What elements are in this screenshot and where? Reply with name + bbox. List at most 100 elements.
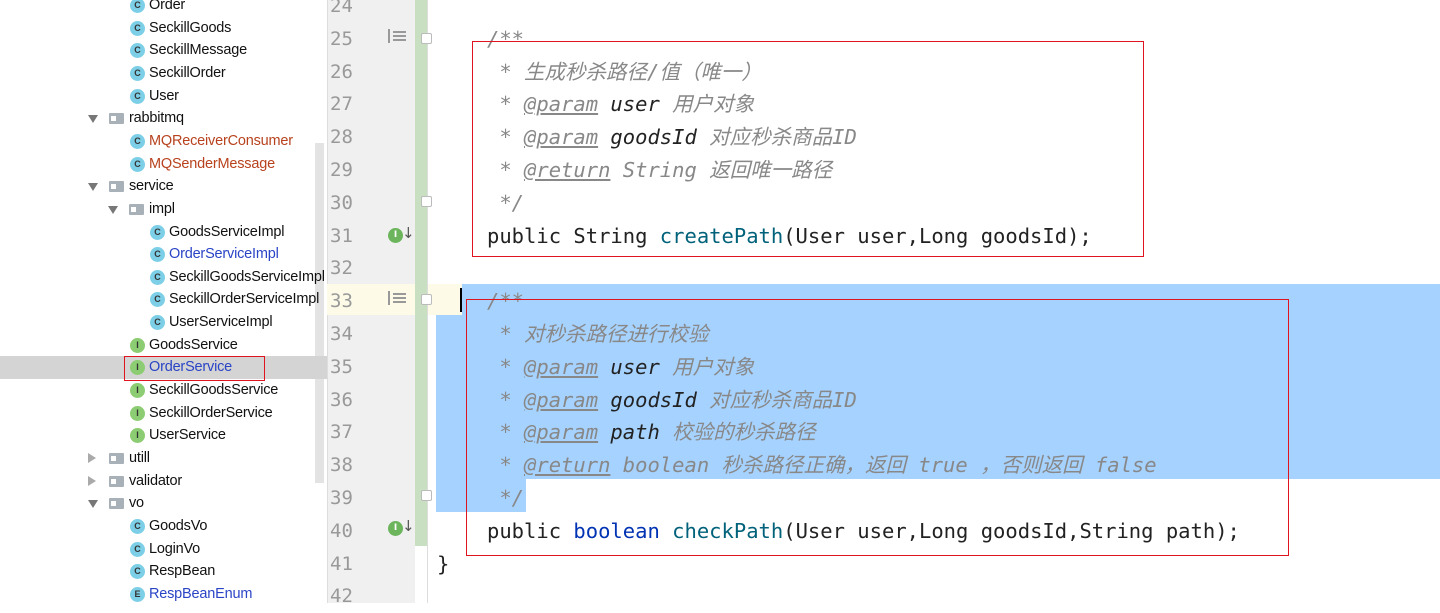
folder-icon bbox=[109, 475, 124, 487]
tree-item-label: MQSenderMessage bbox=[149, 155, 275, 172]
code-token: createPath bbox=[659, 223, 784, 248]
code-line[interactable]: * @return String 返回唯一路径 bbox=[487, 154, 832, 187]
code-token: 对应秒杀商品ID bbox=[696, 387, 857, 412]
code-line[interactable]: /** bbox=[487, 23, 524, 56]
line-number: 41 bbox=[330, 552, 353, 575]
collapse-arrow-icon[interactable] bbox=[88, 453, 96, 463]
highlight-box-createpath bbox=[472, 41, 1144, 257]
code-line[interactable]: * 生成秒杀路径/值（唯一） bbox=[487, 56, 762, 89]
text-caret bbox=[460, 288, 462, 312]
class-icon: C bbox=[130, 156, 145, 172]
folder-icon bbox=[129, 203, 144, 215]
class-icon: C bbox=[130, 43, 145, 59]
expand-arrow-icon[interactable] bbox=[108, 205, 118, 214]
expand-arrow-icon[interactable] bbox=[88, 500, 98, 509]
fold-marker-icon[interactable] bbox=[421, 490, 432, 501]
code-token: path bbox=[598, 420, 660, 445]
fold-marker-icon[interactable] bbox=[421, 196, 432, 207]
collapse-arrow-icon[interactable] bbox=[88, 475, 96, 486]
tree-item-label: SeckillOrder bbox=[149, 64, 226, 81]
code-line[interactable]: * @param user 用户对象 bbox=[487, 88, 754, 121]
tree-item-label: SeckillGoodsServiceImpl bbox=[169, 268, 325, 285]
code-token: 用户对象 bbox=[659, 354, 755, 379]
expand-arrow-icon[interactable] bbox=[88, 183, 98, 192]
code-line[interactable]: * @param goodsId 对应秒杀商品ID bbox=[487, 121, 857, 154]
code-token: public String bbox=[487, 223, 660, 248]
tree-item[interactable]: rabbitmq bbox=[0, 107, 327, 130]
interface-icon: I bbox=[130, 428, 145, 444]
tree-item[interactable]: impl bbox=[0, 198, 327, 221]
implemented-interface-icon[interactable]: I bbox=[388, 521, 403, 536]
code-line[interactable]: * @param goodsId 对应秒杀商品ID bbox=[487, 384, 857, 417]
line-number: 38 bbox=[330, 454, 353, 477]
code-line[interactable]: * @return boolean 秒杀路径正确，返回 true ，否则返回 f… bbox=[487, 449, 1156, 482]
code-token: @param bbox=[524, 387, 599, 412]
code-line[interactable]: */ bbox=[487, 482, 524, 515]
code-token: * bbox=[487, 354, 525, 379]
code-line[interactable]: /** bbox=[487, 285, 524, 318]
render-doc-icon[interactable] bbox=[388, 291, 406, 305]
fold-marker-icon[interactable] bbox=[421, 294, 432, 305]
tree-item-label: SeckillGoods bbox=[149, 19, 232, 36]
code-line[interactable]: */ bbox=[487, 187, 524, 220]
implemented-interface-icon[interactable]: I bbox=[388, 228, 403, 243]
line-number: 35 bbox=[330, 355, 353, 378]
tree-item[interactable]: utill bbox=[0, 447, 327, 470]
go-to-implementation-arrow-icon[interactable]: ↓ bbox=[402, 224, 415, 242]
code-token: */ bbox=[487, 190, 525, 215]
render-doc-icon[interactable] bbox=[388, 29, 406, 43]
code-token: String 返回唯一路径 bbox=[610, 158, 833, 182]
code-token: 用户对象 bbox=[659, 92, 755, 117]
line-number: 25 bbox=[330, 27, 353, 50]
code-line[interactable]: public String createPath(User user,Long … bbox=[487, 220, 1092, 253]
tree-item-label: User bbox=[149, 87, 179, 104]
tree-item[interactable]: vo bbox=[0, 492, 327, 515]
code-token: public bbox=[487, 518, 574, 543]
fold-marker-icon[interactable] bbox=[421, 33, 432, 44]
code-line[interactable]: * @param user 用户对象 bbox=[487, 351, 754, 384]
line-number: 28 bbox=[330, 126, 353, 149]
line-number: 40 bbox=[330, 519, 353, 542]
class-icon: C bbox=[130, 518, 145, 534]
code-token: goodsId bbox=[598, 387, 697, 412]
expand-arrow-icon[interactable] bbox=[88, 115, 98, 124]
tree-item[interactable]: validator bbox=[0, 470, 327, 493]
code-line[interactable]: * @param path 校验的秒杀路径 bbox=[487, 416, 816, 449]
code-token: 校验的秒杀路径 bbox=[659, 420, 816, 445]
vcs-change-marker[interactable] bbox=[415, 0, 427, 546]
class-icon: C bbox=[130, 65, 145, 81]
code-token: * bbox=[487, 158, 525, 182]
tree-item-label: validator bbox=[129, 472, 183, 489]
code-token: @param bbox=[524, 420, 599, 445]
code-token: @param bbox=[524, 92, 599, 117]
code-token: user bbox=[598, 92, 660, 117]
code-line[interactable]: } bbox=[437, 548, 449, 581]
go-to-implementation-arrow-icon[interactable]: ↓ bbox=[402, 517, 415, 535]
code-line[interactable]: public boolean checkPath(User user,Long … bbox=[487, 515, 1240, 548]
code-line[interactable]: * 对秒杀路径进行校验 bbox=[487, 318, 708, 351]
tree-item[interactable]: service bbox=[0, 175, 327, 198]
tree-scrollbar[interactable] bbox=[315, 143, 324, 483]
tree-item-label: UserServiceImpl bbox=[169, 314, 273, 331]
